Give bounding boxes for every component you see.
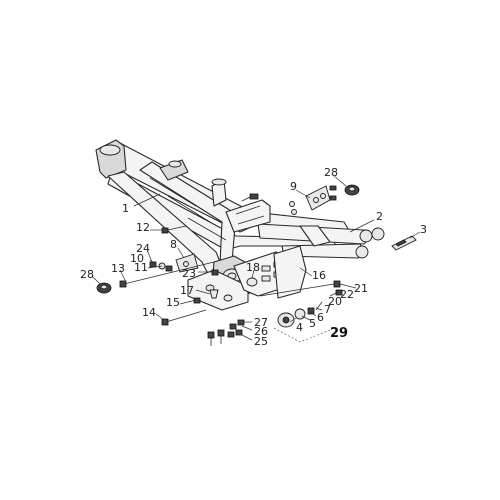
callout-1: 1: [122, 202, 129, 215]
leader-lines: [91, 175, 421, 341]
callout-27: 27: [254, 316, 268, 329]
part-bolt-14: [161, 309, 207, 326]
part-long-rod-20: [259, 280, 343, 297]
part-bolt-stack: [207, 319, 245, 346]
callout-3: 3: [420, 223, 427, 236]
callout-18: 18: [246, 261, 260, 274]
part-plug-17: [209, 289, 219, 299]
callout-14: 14: [142, 306, 156, 319]
callout-13: 13: [111, 262, 125, 275]
callout-22: 22: [340, 288, 354, 301]
part-top-bolt: [241, 193, 259, 202]
part-nut-washer-set: [149, 261, 173, 272]
part-upper-bracket: [289, 185, 337, 215]
part-grommet-left: [96, 282, 112, 294]
callout-10: 10: [130, 252, 144, 265]
callout-28-top: 28: [324, 166, 338, 179]
callout-29: 29: [330, 326, 348, 341]
callout-17: 17: [180, 284, 194, 297]
callout-8: 8: [170, 238, 177, 251]
callout-12: 12: [136, 221, 150, 234]
callout-7: 7: [324, 303, 331, 316]
callout-23: 23: [182, 267, 196, 280]
callout-4: 4: [296, 321, 303, 334]
callout-labels: 1 2 3 4 5 6 7 8 9 10 11 12 13 14 15 16 1…: [80, 166, 427, 348]
callout-5: 5: [309, 317, 316, 330]
callout-28-left: 28: [80, 268, 94, 281]
callout-21: 21: [354, 282, 368, 295]
part-nut-23: [211, 269, 219, 276]
callout-15: 15: [166, 296, 180, 309]
callout-26: 26: [254, 325, 268, 338]
callout-24: 24: [136, 242, 150, 255]
callout-9: 9: [290, 180, 297, 193]
part-bushing-18: [246, 277, 258, 287]
part-bolt-12: [161, 225, 187, 234]
callout-20: 20: [328, 295, 342, 308]
callout-6: 6: [317, 311, 324, 324]
callout-25: 25: [254, 335, 268, 348]
part-grommet-upper: [344, 184, 360, 196]
part-rear-bracket: [391, 235, 417, 251]
callout-11: 11: [134, 261, 148, 274]
callout-2: 2: [376, 210, 383, 223]
part-long-bolt-13: [119, 261, 215, 288]
callout-16: 16: [312, 269, 326, 282]
